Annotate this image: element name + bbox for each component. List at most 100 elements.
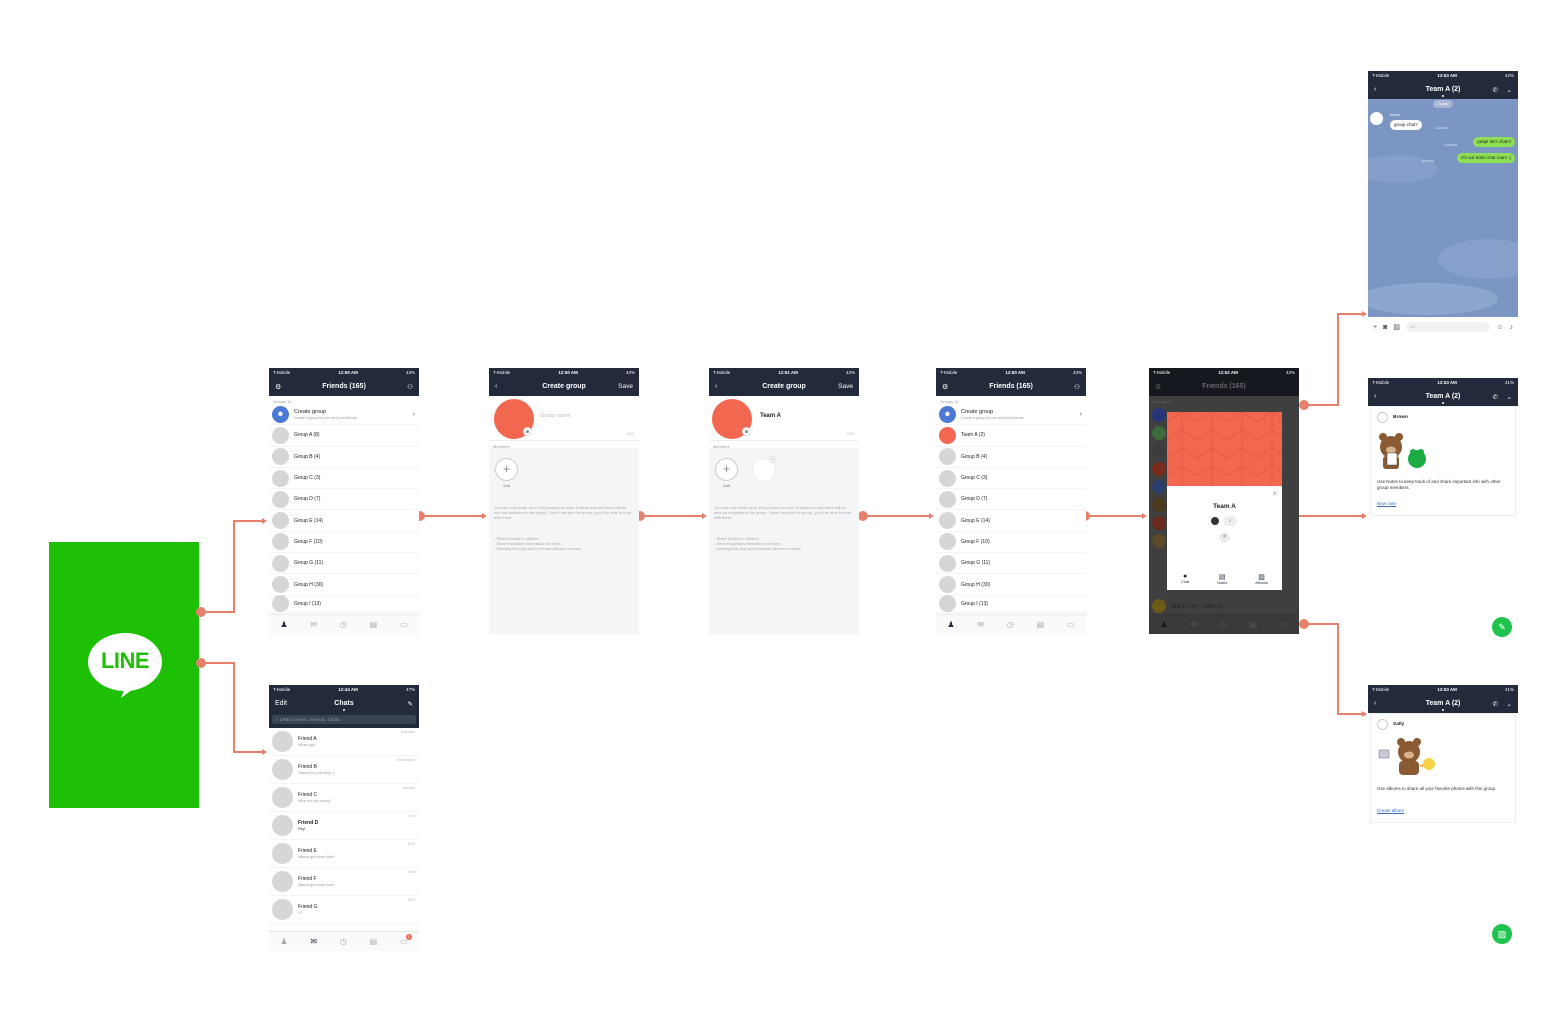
chat-tab-icon[interactable]: ✉ — [977, 620, 985, 629]
phone-icon[interactable]: ✆ — [1492, 86, 1498, 94]
phone-icon[interactable]: ✆ — [1492, 700, 1498, 708]
list-item[interactable]: Group C (3) — [936, 468, 1086, 490]
chevron-down-icon[interactable]: ⌄ — [1506, 86, 1512, 94]
list-item[interactable]: Team A (2) — [936, 425, 1086, 447]
chat-preview: Whats upp — [298, 743, 316, 747]
list-item[interactable]: Group H (30) — [269, 574, 419, 596]
back-icon[interactable]: ‹ — [1374, 700, 1377, 707]
add-friend-icon[interactable]: ⚇ — [1074, 383, 1080, 391]
friends-tab-icon[interactable]: ♟ — [280, 937, 288, 946]
add-friend-icon[interactable]: ⚇ — [407, 383, 413, 391]
chat-action-button[interactable]: ●Chat — [1181, 573, 1189, 585]
back-icon[interactable]: ‹ — [1374, 86, 1377, 93]
timeline-tab-icon[interactable]: ◷ — [339, 620, 347, 629]
add-member-button[interactable]: + — [495, 458, 518, 481]
back-icon[interactable]: ‹ — [495, 383, 498, 390]
camera-icon[interactable]: ◙ — [523, 427, 532, 436]
clock-label: 12:52 AM — [1218, 370, 1238, 375]
avatar — [939, 448, 956, 466]
nav-bar: ‹ Team A (2) ✆ ⌄ — [1368, 694, 1518, 713]
list-item[interactable]: Group F (10) — [269, 532, 419, 554]
wallet-tab-icon[interactable]: ▭ — [400, 620, 408, 629]
save-button[interactable]: Save — [618, 383, 633, 390]
compose-note-button[interactable]: ✎ — [1492, 617, 1512, 637]
list-item[interactable]: Group I (13) — [269, 595, 419, 613]
create-album-link[interactable]: Create album — [1377, 808, 1405, 813]
back-icon[interactable]: ‹ — [1374, 393, 1377, 400]
timeline-tab-icon[interactable]: ◷ — [339, 937, 347, 946]
camera-icon[interactable]: ◙ — [1383, 323, 1388, 331]
gear-icon[interactable]: ⚙ — [275, 383, 282, 391]
news-tab-icon[interactable]: ▤ — [369, 937, 378, 946]
group-name-input[interactable]: Group name — [540, 413, 571, 419]
compose-icon[interactable]: ✎ — [407, 700, 413, 708]
star-icon[interactable]: ★ — [1219, 532, 1230, 543]
chat-item[interactable]: Friend G:D 8/01 — [269, 896, 419, 924]
list-item[interactable]: Group G (11) — [936, 553, 1086, 575]
list-item[interactable]: Group E (14) — [936, 510, 1086, 532]
new-note-link[interactable]: New note — [1377, 501, 1397, 506]
list-item[interactable]: Group D (7) — [936, 489, 1086, 511]
news-tab-icon[interactable]: ▤ — [1036, 620, 1045, 629]
group-name: Group I (13) — [961, 600, 988, 607]
group-name-input[interactable]: Team A — [760, 413, 782, 419]
list-item[interactable]: Group E (14) — [269, 510, 419, 532]
friends-tab-icon[interactable]: ♟ — [280, 620, 288, 629]
sender-avatar — [1370, 112, 1383, 125]
page-dot — [1442, 95, 1444, 97]
add-photo-button[interactable]: ▨ — [1492, 924, 1512, 944]
list-item[interactable]: Group D (7) — [269, 489, 419, 511]
list-item[interactable]: Group B (4) — [936, 447, 1086, 468]
wallet-tab-icon[interactable]: ▭2 — [400, 934, 412, 946]
close-icon[interactable]: × — [1272, 489, 1277, 498]
phone-icon[interactable]: ✆ — [1492, 393, 1498, 401]
chat-tab-icon[interactable]: ✉ — [310, 937, 318, 946]
page-title: Friends (165) — [1202, 383, 1246, 390]
back-icon[interactable]: ‹ — [715, 383, 718, 390]
notification-badge: 2 — [405, 934, 412, 940]
friends-tab-icon[interactable]: ♟ — [947, 620, 955, 629]
chat-tab-icon[interactable]: ✉ — [310, 620, 318, 629]
list-item[interactable]: Group F (10) — [936, 532, 1086, 554]
message-input[interactable]: Aa — [1405, 322, 1491, 332]
chevron-down-icon[interactable]: ⌄ — [1506, 700, 1512, 708]
chevron-down-icon[interactable]: ⌄ — [1506, 393, 1512, 401]
timeline-tab-icon[interactable]: ◷ — [1006, 620, 1014, 629]
list-item[interactable]: Group I (13) — [936, 595, 1086, 613]
line-logo-text: LINE — [100, 648, 150, 673]
clock-label: 12:53 AM — [1437, 380, 1457, 385]
list-item[interactable]: Group C (3) — [269, 468, 419, 490]
mic-icon[interactable]: ♪ — [1509, 323, 1514, 331]
edit-button[interactable]: Edit — [275, 700, 288, 707]
emoji-icon[interactable]: ☺ — [1496, 323, 1504, 331]
remove-member-icon[interactable]: × — [769, 456, 776, 463]
news-tab-icon[interactable]: ▤ — [369, 620, 378, 629]
search-input[interactable]: ⌕ LINE services, Friends, Chats — [272, 715, 416, 724]
add-member-button[interactable]: + — [715, 458, 738, 481]
clock-label: 12:53 AM — [1437, 687, 1457, 692]
save-button[interactable]: Save — [838, 383, 853, 390]
status-bar: T-Mobile 12:53 AM 42% — [1368, 71, 1518, 80]
plus-icon[interactable]: + — [1373, 323, 1378, 331]
list-item[interactable]: Group B (4) — [269, 447, 419, 468]
list-item[interactable]: Group H (30) — [936, 574, 1086, 596]
notes-action-button[interactable]: ▤Notes — [1217, 573, 1227, 585]
member-count-badge[interactable]: 1 — [1223, 516, 1237, 526]
clock-label: 12:50 AM — [338, 370, 358, 375]
gear-icon[interactable]: ⚙ — [942, 383, 949, 391]
list-item[interactable]: Group G (11) — [269, 553, 419, 575]
list-item[interactable]: Group A (8) — [269, 425, 419, 447]
albums-action-button[interactable]: ▨Albums — [1255, 573, 1268, 585]
create-group-row[interactable]: ⚉ Create group Create a group for you an… — [936, 404, 1086, 426]
camera-icon[interactable]: ◙ — [742, 427, 751, 436]
wallet-tab-icon[interactable]: ▭ — [1067, 620, 1075, 629]
image-icon[interactable]: ▨ — [1393, 324, 1400, 331]
create-group-row[interactable]: ⚉ Create group Create a group for you an… — [269, 404, 419, 426]
